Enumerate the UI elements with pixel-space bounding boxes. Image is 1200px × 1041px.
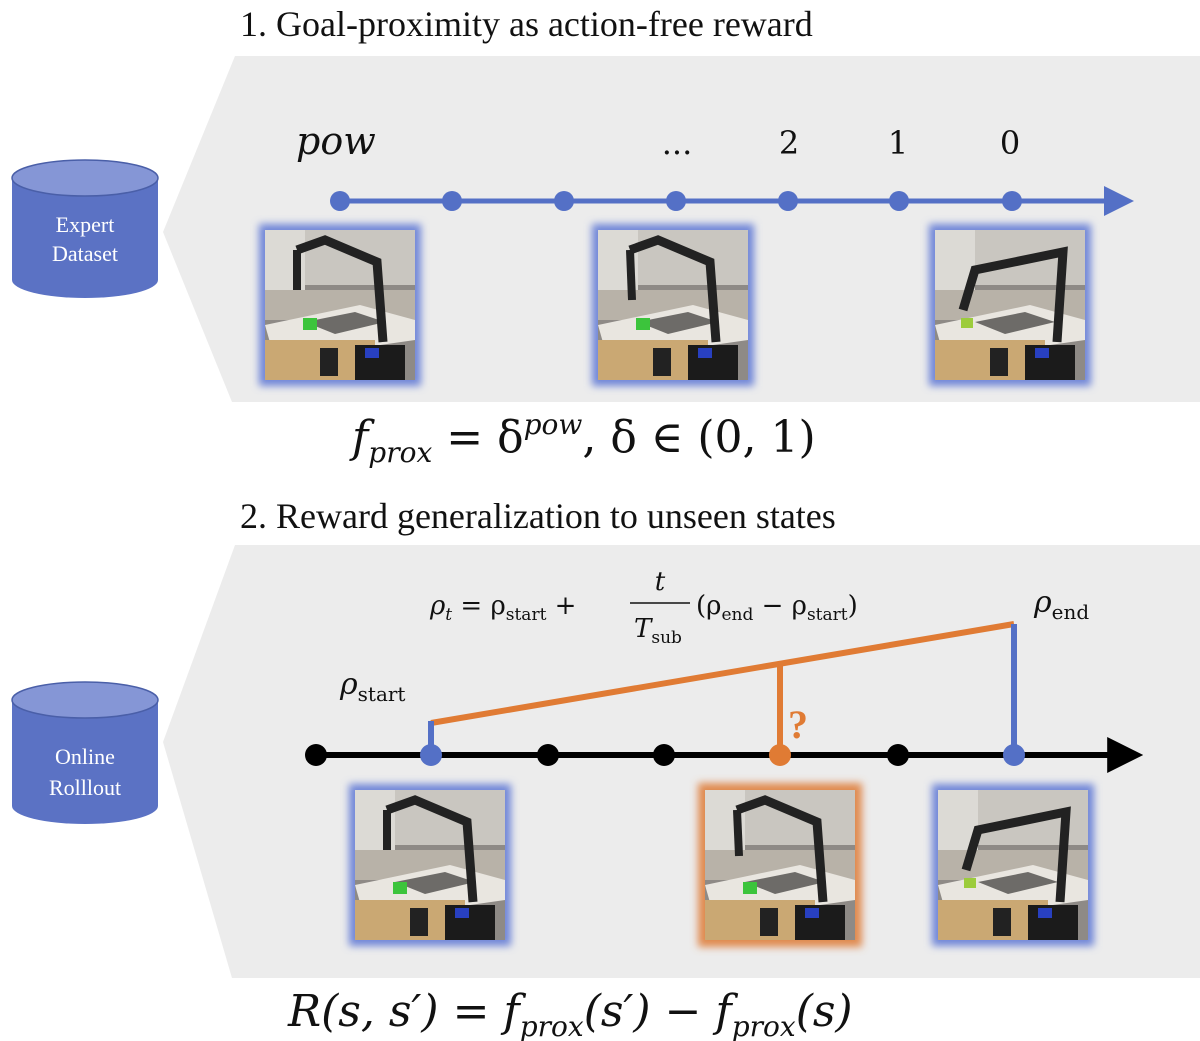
rho-start-label: ρstart (339, 667, 405, 706)
formula-sub-prox: prox (368, 436, 432, 469)
panel1-title: 1. Goal-proximity as action-free reward (240, 4, 813, 44)
interp-left: ρt = ρstart + (429, 591, 576, 625)
interp-start-sub2: start (807, 605, 848, 625)
rho-end-symbol: ρ (1033, 585, 1052, 620)
rho-start-symbol: ρ (339, 667, 358, 702)
denominator-sub: sub (651, 628, 682, 648)
timeline-node (887, 744, 909, 766)
reward-sub-prox-1: prox (520, 1010, 584, 1041)
reward-end: (s) (796, 986, 853, 1037)
denominator-T: T (634, 614, 653, 644)
timeline-node (537, 744, 559, 766)
database-label-line2: Dataset (52, 241, 118, 266)
reward-lhs: R(s, s′) = f (287, 986, 526, 1037)
formula-eq-delta: = δ (432, 412, 523, 463)
pow-label: pow (296, 119, 376, 163)
tick-label-ellipsis: ... (662, 124, 693, 162)
rollout-frame-goal-image (932, 784, 1094, 946)
rho-t: ρ (429, 591, 446, 621)
timeline-node (554, 191, 574, 211)
formula-sup-pow: pow (524, 408, 583, 441)
timeline-node-end (1003, 744, 1025, 766)
rho-end-sub: end (1052, 600, 1090, 624)
timeline-node-start (420, 744, 442, 766)
proximity-formula: fprox = δpow, δ ∈ (0, 1) (349, 408, 816, 469)
interp-paren-close: ) (848, 591, 858, 621)
database-label-line1: Expert (56, 212, 115, 237)
interp-minus: − ρ (753, 591, 807, 621)
robot-frame-goal-image (929, 224, 1091, 386)
formula-rest: , δ ∈ (0, 1) (582, 412, 815, 463)
panel2-title: 2. Reward generalization to unseen state… (240, 496, 836, 536)
database-label-line2: Rolllout (49, 775, 121, 800)
timeline-node (442, 191, 462, 211)
robot-frame-middle-image (592, 224, 754, 386)
tick-label-0: 0 (1000, 124, 1020, 162)
timeline-node-unseen (769, 744, 791, 766)
timeline-node (666, 191, 686, 211)
rho-end-label: ρend (1033, 585, 1089, 624)
interp-plus: + (546, 591, 576, 621)
rho-t-sub: t (445, 605, 452, 625)
interpolation-line (430, 621, 1015, 726)
reward-formula: R(s, s′) = fprox(s′) − fprox(s) (287, 986, 853, 1041)
interp-numerator: t (655, 567, 666, 597)
timeline-node (305, 744, 327, 766)
timeline-node (778, 191, 798, 211)
timeline-node (653, 744, 675, 766)
rollout-frame-start-image (349, 784, 511, 946)
reward-mid: (s′) − f (584, 986, 739, 1037)
interp-start-sub: start (506, 605, 547, 625)
interp-eq: = ρ (452, 591, 506, 621)
question-mark: ? (788, 702, 808, 747)
online-rollout-database-icon: Online Rolllout (11, 681, 159, 824)
rollout-frame-unseen-image (698, 783, 862, 947)
rho-start-sub: start (358, 682, 406, 706)
timeline-node (330, 191, 350, 211)
tick-label-1: 1 (888, 124, 908, 162)
interp-paren-open: (ρ (696, 591, 721, 621)
interp-end-sub: end (721, 605, 753, 625)
timeline-node (1002, 191, 1022, 211)
interp-denominator: Tsub (634, 614, 682, 648)
robot-frame-start-image (259, 224, 421, 386)
reward-sub-prox-2: prox (732, 1010, 796, 1041)
interp-right: (ρend − ρstart) (696, 591, 858, 625)
tick-label-2: 2 (779, 124, 799, 162)
database-label-line1: Online (55, 744, 115, 769)
expert-dataset-database-icon: Expert Dataset (11, 159, 159, 298)
interpolation-formula: ρt = ρstart + t Tsub (ρend − ρstart) (429, 567, 858, 648)
timeline-node (889, 191, 909, 211)
